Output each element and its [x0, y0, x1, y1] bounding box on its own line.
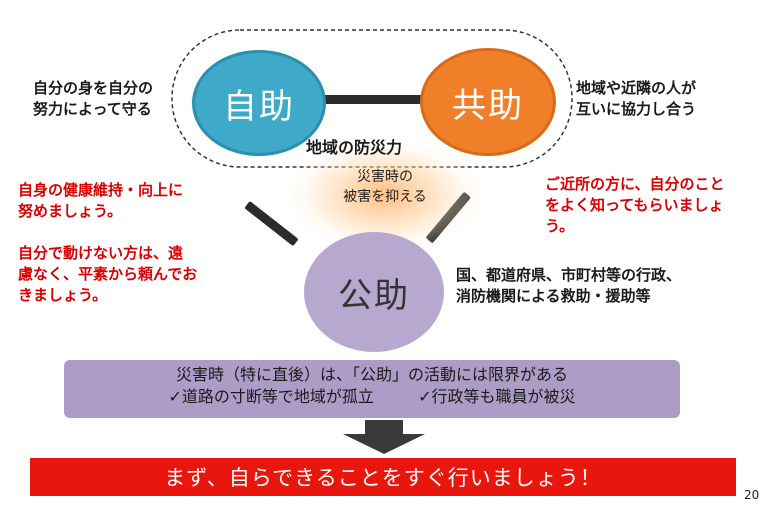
kyojo-advice-line2: をよく知ってもらいましょ [545, 196, 724, 214]
connector-jijo-kojo [244, 200, 299, 247]
kyojo-description-line1: 地域や近隣の人が [576, 79, 697, 97]
jijo-advice-request-line3: きましょう。 [18, 286, 108, 304]
notice-item-isolation: ✓道路の寸断等で地域が孤立 [168, 387, 374, 406]
kojo-label: 公助 [338, 275, 410, 316]
kojo-description-line2: 消防機関による救助・援助等 [456, 287, 651, 305]
community-power-label: 地域の防災力 [306, 138, 403, 157]
jijo-advice-request-line1: 自分で動けない方は、遠 [18, 244, 184, 262]
page-number: 20 [744, 488, 760, 502]
notice-box: 災害時（特に直後）は、「公助」の活動には限界がある ✓道路の寸断等で地域が孤立 … [64, 360, 680, 418]
kojo-circle: 公助 [304, 232, 444, 352]
jijo-label: 自助 [223, 86, 295, 127]
kojo-description-line1: 国、都道府県、市町村等の行政、 [456, 266, 682, 284]
kyojo-advice-line3: う。 [545, 217, 575, 235]
kyojo-label: 共助 [452, 85, 524, 126]
down-arrow-icon [343, 420, 425, 454]
notice-items: ✓道路の寸断等で地域が孤立 ✓行政等も職員が被災 [64, 386, 680, 408]
jijo-advice-request: 自分で動けない方は、遠 慮なく、平素から頼んでお きましょう。 [18, 243, 197, 306]
kyojo-circle: 共助 [420, 48, 556, 156]
center-text-line2: 被害を抑える [343, 189, 427, 205]
jijo-circle: 自助 [192, 50, 326, 156]
jijo-description-line1: 自分の身を自分の [33, 79, 154, 97]
jijo-description: 自分の身を自分の 努力によって守る [33, 78, 153, 120]
connector-jijo-kyojo [318, 95, 426, 104]
jijo-description-line2: 努力によって守る [33, 100, 152, 118]
kyojo-advice-line1: ご近所の方に、自分のこと [545, 175, 725, 193]
center-text: 災害時の 被害を抑える [320, 167, 450, 207]
center-text-line1: 災害時の [357, 169, 413, 185]
kyojo-advice: ご近所の方に、自分のこと をよく知ってもらいましょ う。 [545, 174, 725, 237]
jijo-advice-health-line2: 努めましょう。 [18, 202, 123, 220]
jijo-advice-health: 自身の健康維持・向上に 努めましょう。 [18, 180, 183, 222]
kyojo-description-line2: 互いに協力し合う [576, 100, 697, 118]
notice-title: 災害時（特に直後）は、「公助」の活動には限界がある [175, 365, 568, 384]
action-banner-text: まず、自らできることをすぐ行いましょう！ [164, 466, 602, 490]
kyojo-description: 地域や近隣の人が 互いに協力し合う [576, 78, 696, 120]
center-glow [290, 140, 480, 250]
notice-item-staff: ✓行政等も職員が被災 [418, 387, 576, 406]
kojo-description: 国、都道府県、市町村等の行政、 消防機関による救助・援助等 [456, 265, 681, 307]
jijo-advice-request-line2: 慮なく、平素から頼んでお [18, 265, 198, 283]
jijo-advice-health-line1: 自身の健康維持・向上に [18, 181, 184, 199]
action-banner: まず、自らできることをすぐ行いましょう！ [30, 458, 736, 496]
